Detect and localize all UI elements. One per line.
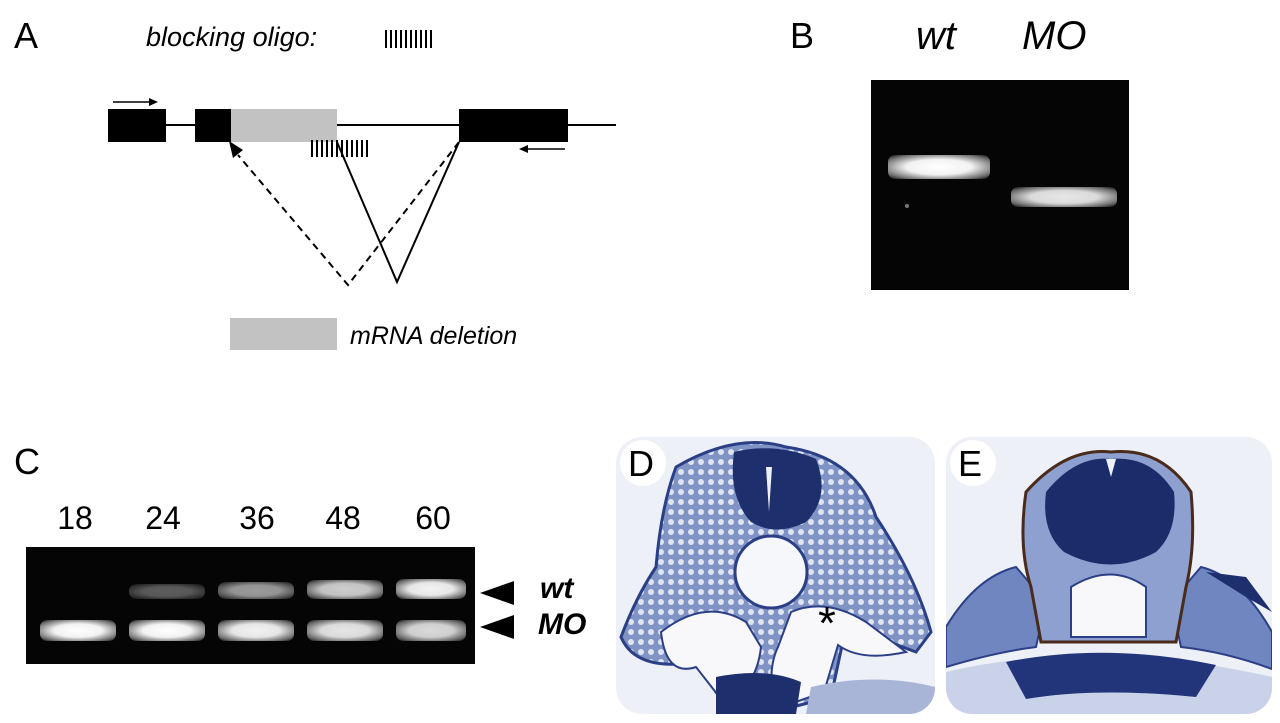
reverse-primer-arrow-icon bbox=[519, 145, 565, 153]
timepoint-label: 36 bbox=[239, 500, 275, 536]
gel-band-wt bbox=[396, 579, 466, 599]
band-arrows bbox=[480, 581, 514, 639]
gel-panel-c bbox=[26, 547, 475, 664]
alternative-splice-path bbox=[237, 141, 460, 287]
panel-a-letter: A bbox=[14, 15, 39, 56]
panel-e-letter: E bbox=[958, 443, 983, 484]
deleted-region bbox=[231, 109, 337, 142]
mrna-deletion-label: mRNA deletion bbox=[350, 322, 518, 350]
band-label-mo: MO bbox=[538, 608, 587, 641]
deletion-legend-swatch bbox=[230, 318, 337, 350]
splicing-diagram bbox=[108, 30, 616, 350]
histology-section-d bbox=[619, 441, 935, 714]
gel-speck bbox=[905, 204, 909, 208]
lane-label-wt: wt bbox=[916, 14, 956, 58]
gel-band-mo bbox=[307, 620, 383, 641]
panel-e-letter-bg bbox=[950, 440, 996, 486]
gel-band-mo bbox=[129, 620, 205, 641]
wt-arrowhead-icon bbox=[480, 581, 514, 605]
timepoint-label: 24 bbox=[145, 500, 181, 536]
bound-oligo-icon bbox=[311, 140, 368, 157]
asterisk-marker: * bbox=[818, 597, 836, 649]
exon-1 bbox=[108, 109, 166, 142]
panel-b-letter: B bbox=[790, 15, 815, 56]
splice-arrowhead-icon bbox=[229, 141, 243, 158]
timepoint-label: 48 bbox=[325, 500, 361, 536]
gel-band-mo bbox=[396, 620, 466, 641]
gel-band-mo bbox=[40, 620, 116, 641]
band-label-wt: wt bbox=[540, 572, 574, 605]
exon-3 bbox=[459, 109, 568, 142]
lane-label-mo: MO bbox=[1022, 14, 1087, 58]
histology-image-d bbox=[616, 437, 935, 714]
histology-section-e bbox=[946, 450, 1272, 714]
gel-band-wt bbox=[218, 582, 294, 599]
panel-c-letter: C bbox=[14, 441, 40, 482]
blocking-oligo-label: blocking oligo: bbox=[146, 22, 318, 52]
gel-band-wt bbox=[888, 155, 990, 179]
gel-band-mo bbox=[1011, 187, 1117, 207]
mo-arrowhead-icon bbox=[480, 615, 514, 639]
gel-band-wt bbox=[307, 580, 383, 599]
exon-2 bbox=[195, 109, 231, 142]
gel-panel-b bbox=[871, 80, 1129, 290]
forward-primer-arrow-icon bbox=[113, 98, 158, 106]
panel-d-letter: D bbox=[628, 443, 654, 484]
timepoint-label: 60 bbox=[415, 500, 451, 536]
blocking-oligo-icon bbox=[385, 30, 432, 48]
timepoint-label: 18 bbox=[57, 500, 93, 536]
histology-image-e bbox=[946, 437, 1272, 714]
gel-band-wt bbox=[129, 584, 205, 599]
gel-band-mo bbox=[218, 620, 294, 641]
normal-splice-path bbox=[336, 141, 460, 285]
panel-d-letter-bg bbox=[620, 440, 666, 486]
